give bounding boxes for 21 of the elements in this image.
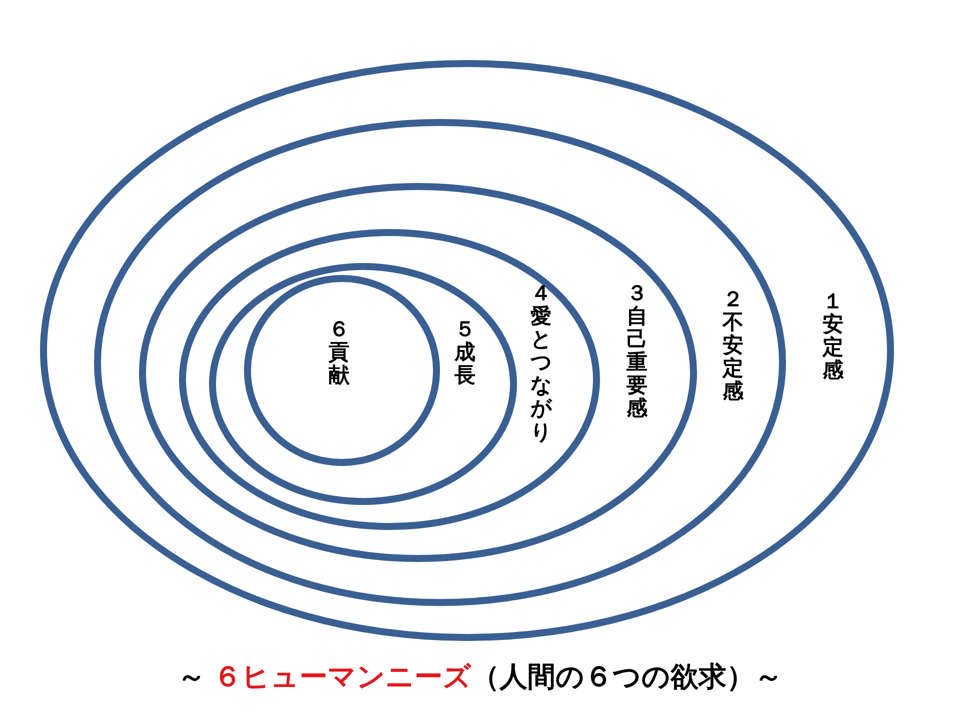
ellipse-ring bbox=[179, 229, 600, 530]
need-label: 不安定感 bbox=[722, 311, 744, 404]
need-number: ４ bbox=[530, 282, 552, 305]
ellipse-ring bbox=[94, 119, 786, 606]
ellipse-ring bbox=[209, 263, 517, 505]
need-number: ６ bbox=[328, 318, 350, 342]
caption-text: ～ bbox=[178, 660, 206, 694]
need-number: ５ bbox=[454, 318, 476, 341]
ellipse-ring bbox=[40, 60, 894, 641]
ellipse-ring bbox=[244, 275, 440, 466]
ellipse-ring bbox=[139, 183, 697, 562]
need-label: 成長 bbox=[454, 341, 476, 388]
need-number: ３ bbox=[626, 282, 648, 306]
need-label: 愛とつながり bbox=[530, 305, 552, 444]
need-label: 安定感 bbox=[822, 313, 844, 382]
need-number: ２ bbox=[722, 288, 744, 312]
need-label: 貢献 bbox=[328, 341, 350, 388]
caption-text: （人間の６つの欲求）～ bbox=[472, 660, 782, 694]
need-number: １ bbox=[822, 290, 844, 313]
caption-text: ６ヒューマンニーズ bbox=[214, 660, 472, 694]
need-label: 自己重要感 bbox=[626, 305, 648, 421]
